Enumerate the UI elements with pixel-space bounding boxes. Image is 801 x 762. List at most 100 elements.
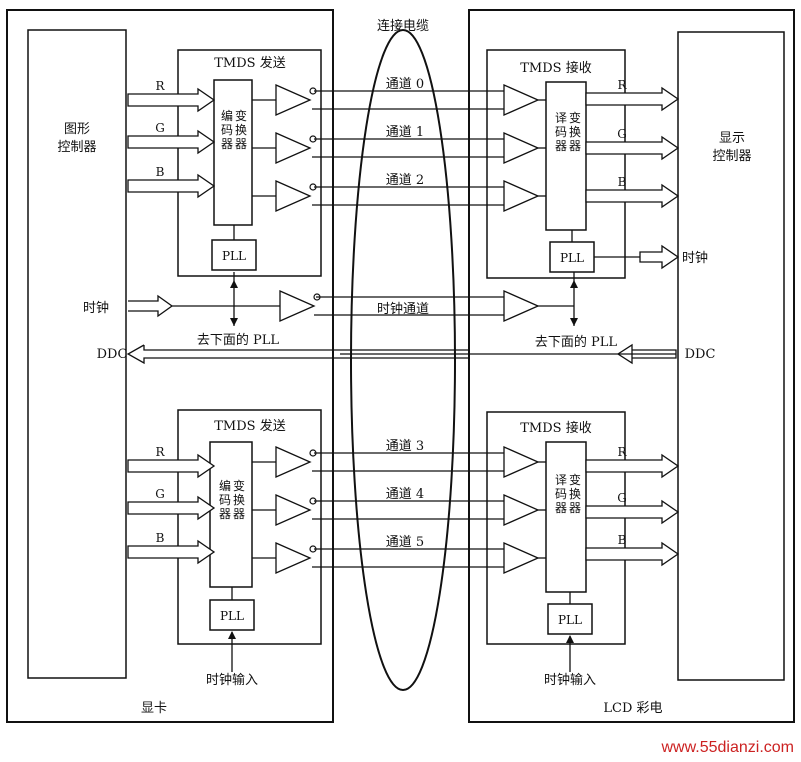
vertical-label: 译码器 [555, 473, 567, 515]
rx-R-arrow [585, 86, 680, 112]
tx-pll-top: PLL [211, 239, 257, 271]
display-controller-label-line2: 控制器 [712, 149, 751, 164]
left-pll-note: 去下面的 PLL [197, 332, 280, 348]
rx-B-arrow [585, 183, 680, 209]
rx-buffer-1 [503, 132, 540, 164]
channel-5-label: 通道 5 [386, 535, 424, 550]
tx-buffer-2 [275, 180, 312, 212]
tx-title-bottom: TMDS 发送 [214, 418, 285, 434]
rx-B-label: B [618, 533, 627, 547]
cable-ellipse [350, 29, 456, 691]
tmds-receiver-top: TMDS 接收 [486, 49, 626, 279]
rx-clock-input-label: 时钟输入 [544, 672, 596, 688]
tx-R-arrow [127, 87, 216, 113]
clock-in-arrow [128, 294, 174, 318]
rx-G-label: G [617, 127, 627, 141]
tx-G-arrow [127, 495, 216, 521]
graphics-controller-box [27, 29, 127, 679]
tx-clock-input-label: 时钟输入 [206, 672, 258, 688]
ddc-left-label: DDC [97, 347, 128, 362]
vertical-label: 编码器 [221, 108, 233, 151]
rx-title-top: TMDS 接收 [520, 60, 591, 76]
tx-encoder-text-top: 编码器 变换器 [221, 108, 247, 151]
tx-G-label: G [155, 487, 165, 501]
rx-B-arrow [585, 541, 680, 567]
rx-buffer-2 [503, 180, 540, 212]
tx-G-arrow [127, 129, 216, 155]
graphics-controller-label-line2: 控制器 [57, 140, 96, 155]
rx-pll-bottom: PLL [547, 603, 593, 635]
tx-buffer-0 [275, 84, 312, 116]
lcd-tv-label: LCD 彩电 [603, 701, 662, 716]
channel-3-label: 通道 3 [386, 439, 424, 454]
tx-B-label: B [156, 165, 165, 179]
vertical-label: 译码器 [555, 111, 567, 153]
svg-text:PLL: PLL [558, 613, 582, 627]
rx-buffer-2 [503, 542, 540, 574]
vertical-label: 编码器 [219, 478, 231, 521]
graphics-controller-label-line1: 图形 [64, 122, 90, 137]
rx-R-arrow [585, 453, 680, 479]
graphics-card-label: 显卡 [141, 701, 167, 716]
tmds-transmitter-top: TMDS 发送 [177, 49, 322, 277]
tx-encoder-text-bottom: 编码器 变换器 [219, 478, 245, 521]
left-clock-label: 时钟 [83, 300, 109, 316]
svg-text:PLL: PLL [220, 609, 244, 623]
tx-buffer-1 [275, 494, 312, 526]
rx-title-bottom: TMDS 接收 [520, 420, 591, 436]
rx-buffer-0 [503, 446, 540, 478]
cable-label: 连接电缆 [377, 18, 429, 34]
rx-G-arrow [585, 135, 680, 161]
rx-clock-buffer [503, 290, 540, 322]
rx-B-label: B [618, 175, 627, 189]
tx-buffer-2 [275, 542, 312, 574]
tx-R-arrow [127, 453, 216, 479]
display-controller-label-line1: 显示 [719, 131, 745, 146]
rx-buffer-1 [503, 494, 540, 526]
ddc-right-arrow [632, 349, 677, 359]
tx-buffer-1 [275, 132, 312, 164]
rx-decoder-text-top: 译码器 变换器 [555, 110, 581, 153]
rx-R-label: R [617, 78, 627, 92]
channel-4-label: 通道 4 [386, 487, 424, 502]
tx-B-arrow [127, 173, 216, 199]
rx-G-arrow [585, 499, 680, 525]
tx-B-arrow [127, 539, 216, 565]
svg-text:PLL: PLL [560, 251, 584, 265]
vertical-label: 变换器 [569, 472, 581, 515]
right-pll-note: 去下面的 PLL [535, 334, 618, 350]
display-controller-box [677, 31, 785, 681]
lcd-tv-panel [468, 9, 795, 723]
watermark: www.55dianzi.com [661, 739, 795, 756]
channel-2-label: 通道 2 [386, 173, 424, 188]
vertical-label: 变换器 [569, 110, 581, 153]
clock-out-arrow [639, 244, 680, 270]
rx-buffer-0 [503, 84, 540, 116]
right-clock-label: 时钟 [682, 250, 708, 266]
tx-title-top: TMDS 发送 [214, 55, 285, 71]
tx-B-label: B [156, 531, 165, 545]
tx-clock-buffer [279, 290, 316, 322]
ddc-right-label: DDC [685, 347, 716, 362]
tx-buffer-0 [275, 446, 312, 478]
tmds-receiver-bottom: TMDS 接收 [486, 411, 626, 645]
tx-R-label: R [155, 79, 165, 93]
clock-channel-label: 时钟通道 [377, 301, 429, 317]
rx-decoder-text-bottom: 译码器 变换器 [555, 472, 581, 515]
tx-G-label: G [155, 121, 165, 135]
ddc-left-arrow [126, 344, 470, 365]
channel-1-label: 通道 1 [386, 125, 424, 140]
generated-signals: R 通道 0 R G 通道 1 G B 通道 2 B R 通道 3 R G 通道 4 G B 通道 5 B [127, 77, 680, 604]
tx-pll-bottom: PLL [209, 599, 255, 631]
rx-G-label: G [617, 491, 627, 505]
vertical-label: 变换器 [235, 108, 247, 151]
graphics-card-panel [6, 9, 334, 723]
channel-0-label: 通道 0 [386, 77, 424, 92]
tmds-transmitter-bottom: TMDS 发送 [177, 409, 322, 645]
tx-R-label: R [155, 445, 165, 459]
rx-R-label: R [617, 445, 627, 459]
vertical-label: 变换器 [233, 478, 245, 521]
svg-text:PLL: PLL [222, 249, 246, 263]
rx-pll-top: PLL [549, 241, 595, 273]
